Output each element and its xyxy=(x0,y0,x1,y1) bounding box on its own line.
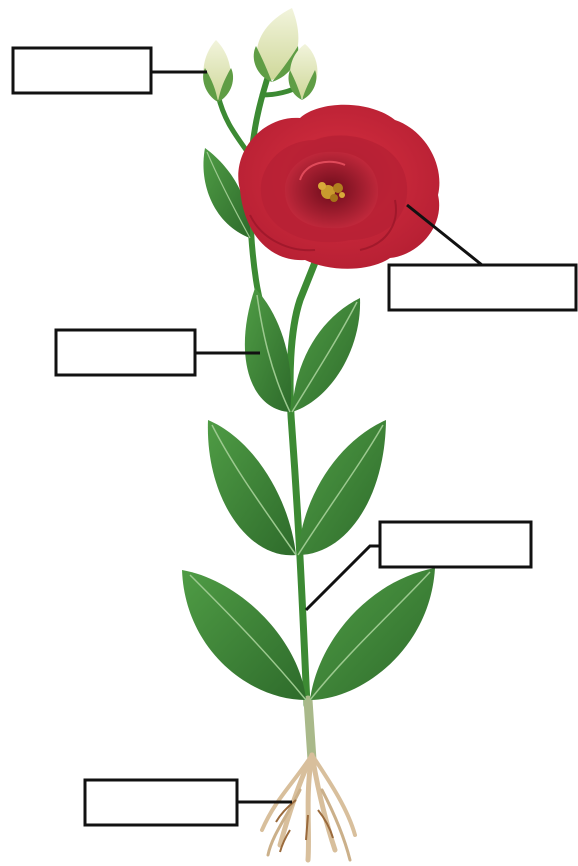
bud-left xyxy=(203,40,233,102)
label-box-bud[interactable] xyxy=(13,48,151,93)
label-box-stem[interactable] xyxy=(380,522,531,567)
label-box-flower[interactable] xyxy=(389,265,576,310)
buds xyxy=(203,8,317,102)
label-box-root[interactable] xyxy=(85,780,237,825)
roots xyxy=(262,755,355,860)
leaf xyxy=(182,570,306,700)
label-box-leaf[interactable] xyxy=(56,330,195,375)
flower xyxy=(238,105,439,269)
